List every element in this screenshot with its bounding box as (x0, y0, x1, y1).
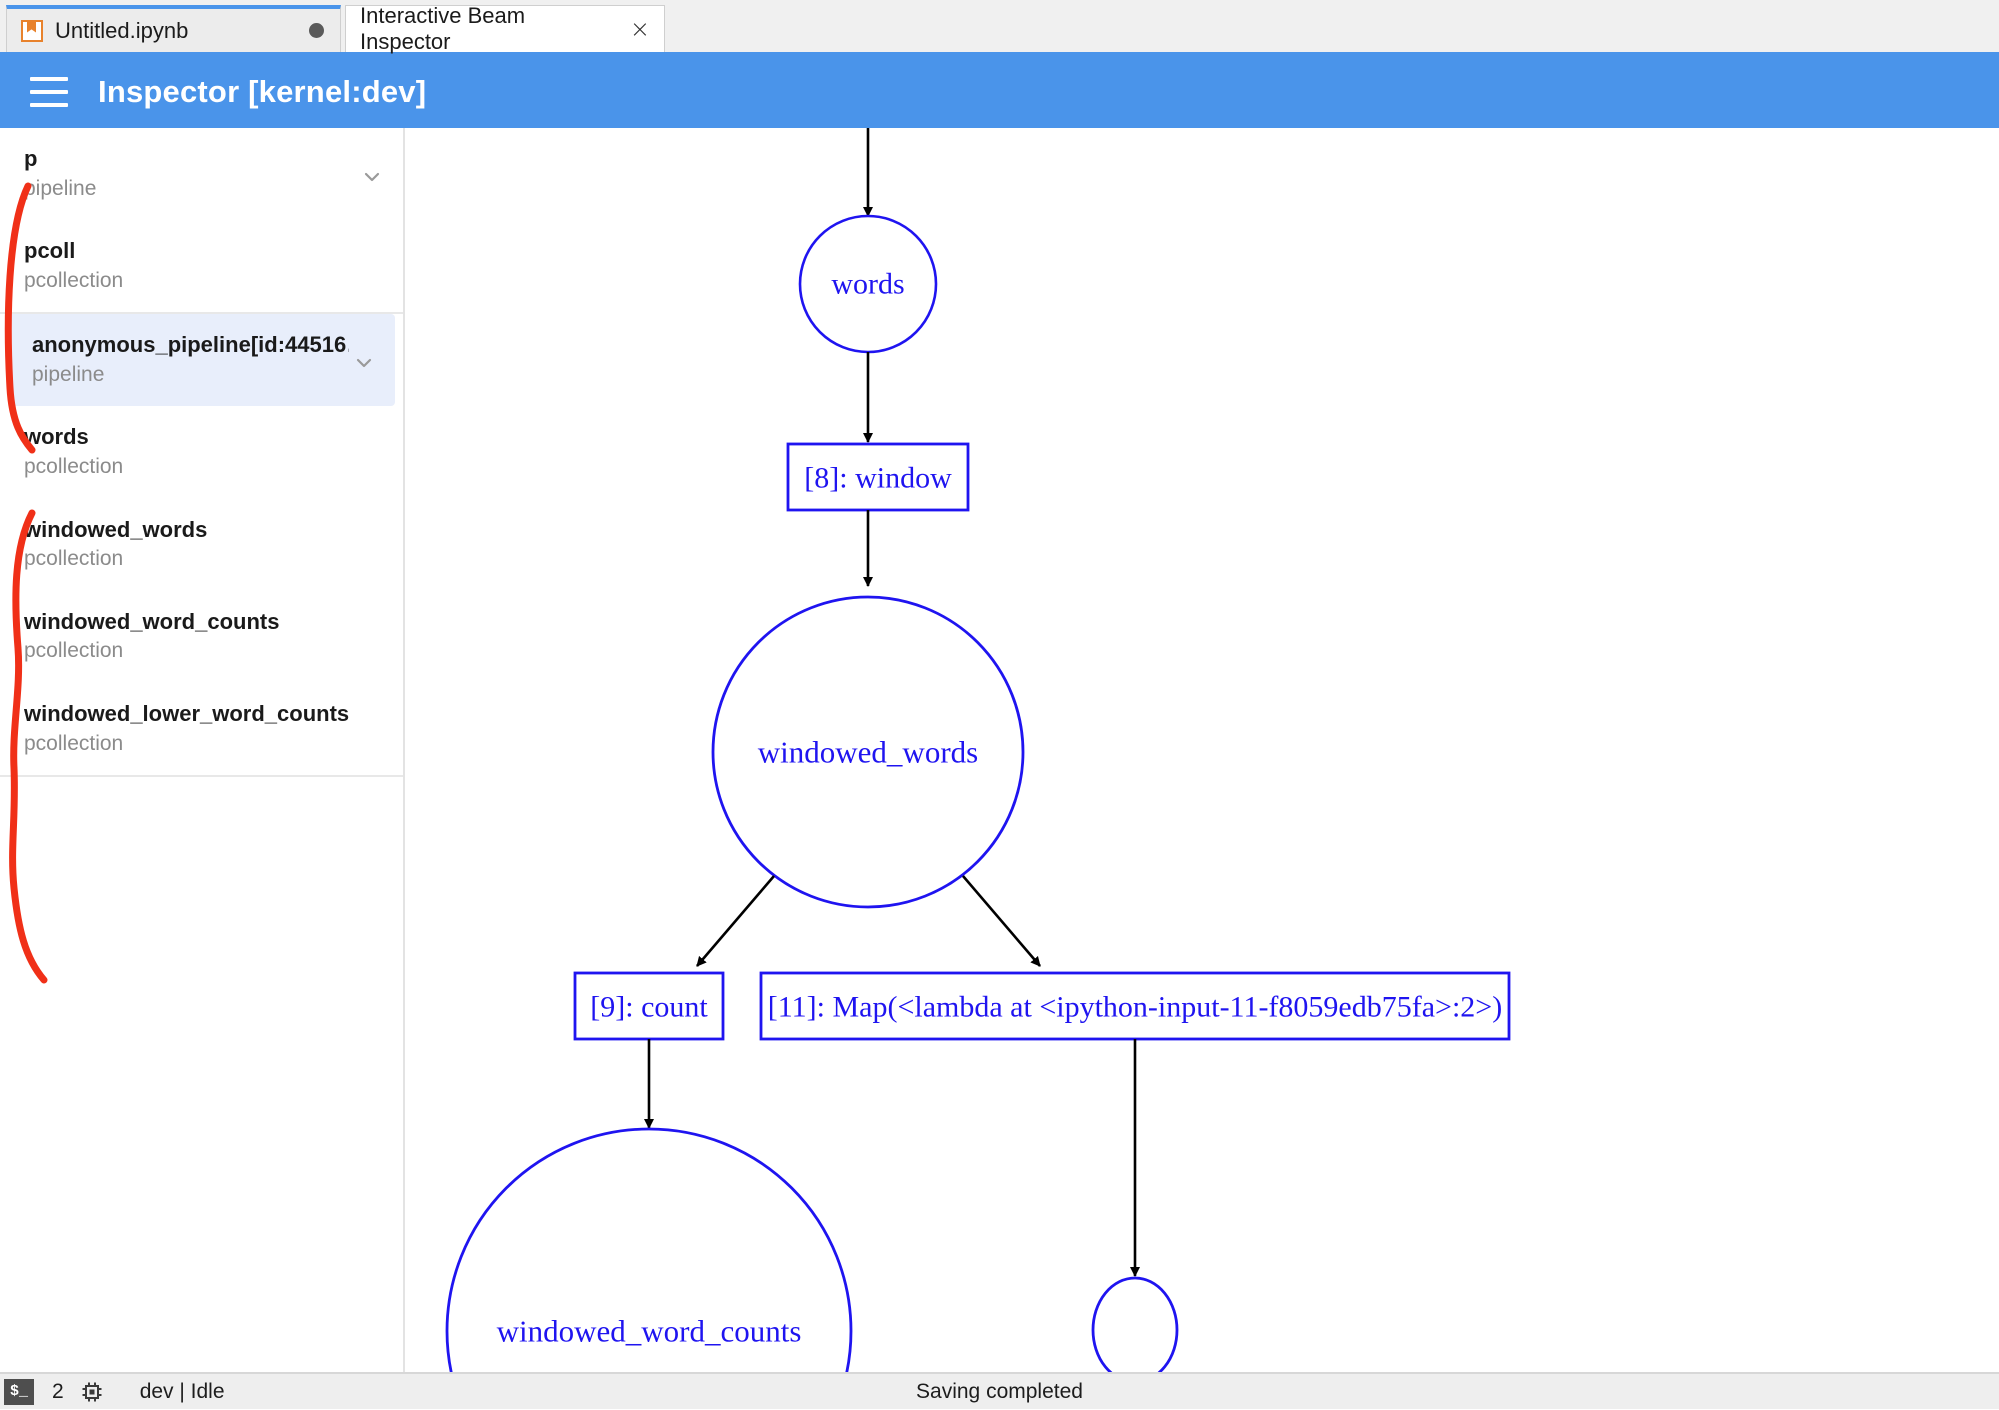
graph-edge (696, 875, 775, 967)
inspector-sidebar: p pipeline pcoll pcollection anonymous_p… (0, 128, 405, 1372)
app-header: Inspector [kernel:dev] (0, 55, 1999, 128)
graph-node-windowed-word-counts[interactable] (445, 1127, 853, 1372)
sidebar-item-label: windowed_lower_word_counts (24, 700, 350, 726)
sidebar-item-label: words (24, 424, 89, 450)
hamburger-icon[interactable] (30, 76, 68, 107)
chevron-down-icon[interactable] (355, 354, 373, 372)
sidebar-item-windowed-word-counts[interactable]: windowed_word_counts pcollection (0, 591, 403, 683)
tab-interactive-beam-inspector[interactable]: Interactive Beam Inspector × (345, 3, 665, 54)
sidebar-item-windowed-lower-word-counts[interactable]: windowed_lower_word_counts pcollection (0, 683, 403, 775)
content-area: p pipeline pcoll pcollection anonymous_p… (0, 128, 1999, 1372)
pipeline-graph-pane[interactable]: words [8]: window windowed_words [9]: co… (407, 128, 1999, 1372)
graph-node-map[interactable] (759, 971, 1511, 1041)
sidebar-item-label: windowed_word_counts (24, 608, 280, 634)
sidebar-item-pcoll[interactable]: pcoll pcollection (0, 220, 403, 312)
sidebar-item-label: windowed_words (24, 516, 208, 542)
pipeline-graph: words [8]: window windowed_words [9]: co… (445, 128, 1511, 1372)
tab-label: Untitled.ipynb (55, 17, 189, 43)
notebook-icon (21, 19, 43, 42)
sidebar-item-words[interactable]: words pcollection (0, 406, 403, 498)
chevron-down-icon[interactable] (363, 168, 381, 186)
page-title: Inspector [kernel:dev] (98, 73, 427, 109)
graph-edge (962, 875, 1041, 967)
graph-node-window[interactable] (786, 442, 970, 512)
status-message: Saving completed (916, 1379, 1083, 1403)
graph-node-count[interactable] (573, 971, 725, 1041)
sidebar-item-label: pcoll (24, 238, 76, 264)
terminal-count: 2 (52, 1379, 64, 1403)
tab-untitled-notebook[interactable]: Untitled.ipynb (6, 5, 341, 52)
graph-node-clipped[interactable] (1091, 1276, 1179, 1372)
graph-node-windowed-words[interactable] (711, 595, 1025, 909)
graph-node-label: words (831, 268, 904, 301)
sidebar-item-p[interactable]: p pipeline (0, 128, 403, 220)
sidebar-item-type: pipeline (32, 363, 105, 387)
sidebar-group-1: anonymous_pipeline[id:44516…] pipeline w… (0, 314, 403, 775)
graph-node-label: [8]: window (804, 462, 952, 495)
sidebar-list: p pipeline pcoll pcollection anonymous_p… (0, 128, 403, 777)
kernel-status[interactable]: dev | Idle (139, 1379, 225, 1403)
sidebar-item-label: anonymous_pipeline[id:44516…] (32, 332, 349, 358)
graph-node-label: [11]: Map(<lambda at <ipython-input-11-f… (768, 991, 1502, 1024)
sidebar-item-type: pcollection (24, 547, 124, 571)
tab-label: Interactive Beam Inspector (360, 3, 526, 54)
sidebar-item-type: pcollection (24, 731, 124, 755)
sidebar-item-type: pcollection (24, 455, 124, 479)
sidebar-item-type: pcollection (24, 639, 124, 663)
sidebar-item-type: pcollection (24, 268, 124, 292)
terminal-icon[interactable]: $_ (4, 1378, 34, 1405)
graph-node-label: windowed_word_counts (497, 1314, 802, 1349)
unsaved-dot-icon[interactable] (309, 23, 324, 38)
sidebar-item-label: p (24, 146, 38, 171)
cpu-chip-icon (80, 1380, 104, 1404)
graph-node-label: windowed_words (758, 735, 978, 770)
sidebar-item-type: pipeline (24, 176, 97, 200)
sidebar-item-anonymous-pipeline[interactable]: anonymous_pipeline[id:44516…] pipeline (8, 314, 395, 407)
tab-bar: Untitled.ipynb Interactive Beam Inspecto… (0, 0, 1999, 55)
close-icon[interactable]: × (629, 15, 650, 43)
status-bar: $_ 2 dev | Idle Saving completed (0, 1372, 1999, 1409)
graph-node-label: [9]: count (590, 991, 708, 1024)
sidebar-item-windowed-words[interactable]: windowed_words pcollection (0, 499, 403, 591)
sidebar-group-0: p pipeline pcoll pcollection (0, 128, 403, 315)
